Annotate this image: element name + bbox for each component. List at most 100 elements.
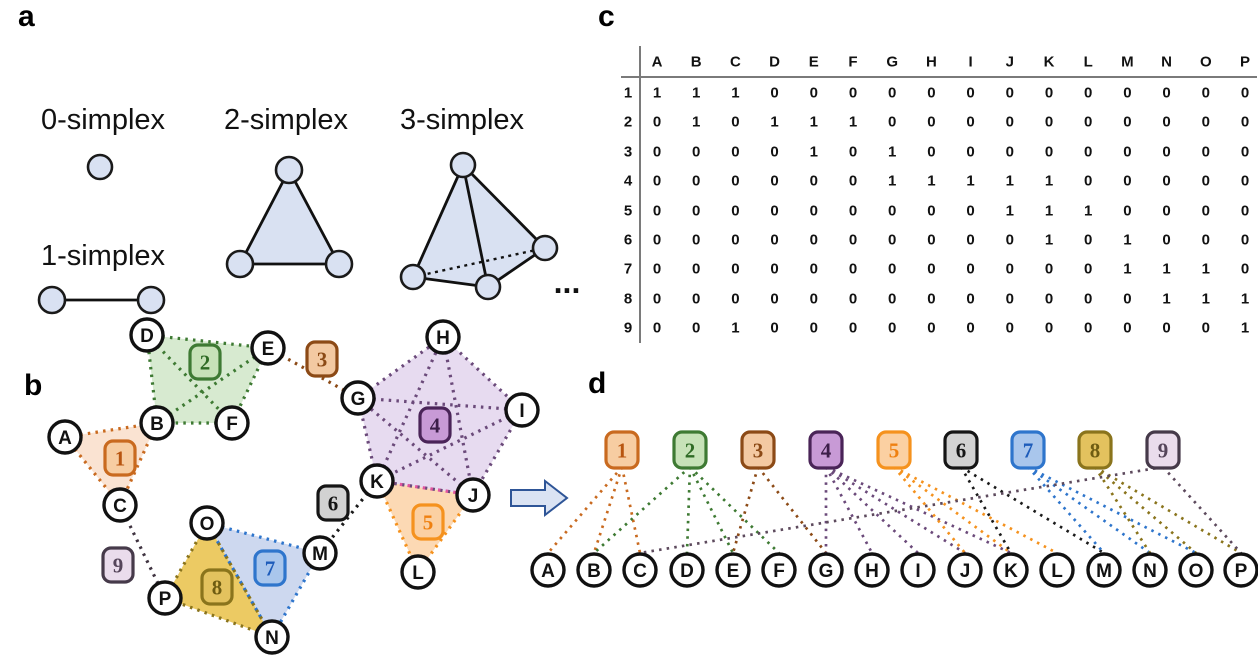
- matrix-cell: 0: [1044, 113, 1054, 131]
- node-I: I: [900, 552, 936, 588]
- hyperedge-box-label: 3: [317, 348, 328, 372]
- matrix-cell: 1: [1201, 260, 1210, 278]
- matrix-cell: 0: [770, 143, 779, 161]
- matrix-cell: 0: [888, 202, 897, 220]
- matrix-cell: 0: [888, 113, 897, 131]
- matrix-cell: 1: [1123, 260, 1132, 278]
- matrix-cell: 1: [731, 319, 740, 337]
- matrix-cell: 0: [888, 260, 897, 278]
- node-label: L: [1051, 561, 1063, 582]
- matrix-cell: 0: [652, 260, 662, 278]
- matrix-cell: 0: [1201, 113, 1210, 131]
- node-label: A: [541, 561, 555, 582]
- matrix-cell: 0: [731, 172, 740, 190]
- matrix-col-header-O: O: [1199, 53, 1212, 71]
- matrix-cell: 0: [770, 172, 779, 190]
- matrix-cell: 0: [1240, 231, 1250, 249]
- dotted-edge: [205, 522, 274, 638]
- matrix-cell: 1: [1005, 202, 1014, 220]
- node-label: L: [412, 563, 424, 584]
- matrix-cell: 0: [848, 260, 858, 278]
- matrix-cell: 0: [692, 290, 701, 308]
- node-L: L: [1039, 552, 1075, 588]
- hyperedge-box-label: 5: [889, 439, 900, 463]
- hyperedge-box-label: 8: [212, 576, 223, 600]
- dotted-edge: [756, 466, 828, 554]
- matrix-cell: 0: [1240, 84, 1250, 102]
- hyperedge-box-6: 6: [943, 430, 979, 470]
- node-plain: [86, 153, 114, 181]
- matrix-cell: 0: [1123, 202, 1132, 220]
- matrix-cell: 0: [927, 143, 936, 161]
- matrix-cell: 1: [848, 113, 858, 131]
- matrix-cell: 0: [1084, 143, 1093, 161]
- hyperedge-box-9: 9: [101, 546, 135, 584]
- panel-label-a: a: [18, 0, 35, 33]
- matrix-cell: 0: [731, 260, 740, 278]
- hyperedge-box-label: 1: [617, 439, 628, 463]
- dotted-edge: [546, 466, 624, 554]
- matrix-col-header-C: C: [729, 53, 741, 71]
- matrix-cell: 0: [1005, 260, 1014, 278]
- node-P: P: [147, 580, 183, 616]
- dotted-edge: [1162, 466, 1242, 554]
- matrix-cell: 0: [966, 84, 975, 102]
- matrix-cell: 1: [1201, 290, 1210, 308]
- matrix-cell: 0: [1123, 172, 1132, 190]
- node-D: D: [129, 317, 165, 353]
- matrix-cell: 0: [1201, 143, 1210, 161]
- matrix-cell: 0: [731, 143, 740, 161]
- hyperedge-box-4: 4: [418, 406, 452, 444]
- matrix-col-header-N: N: [1161, 53, 1173, 71]
- dotted-edge: [689, 466, 780, 554]
- matrix-cell: 0: [1240, 172, 1250, 190]
- matrix-cell: 0: [1005, 143, 1014, 161]
- node-label: C: [113, 496, 127, 517]
- matrix-cell: 1: [652, 84, 662, 102]
- matrix-cell: 0: [809, 202, 818, 220]
- matrix-cell: 0: [731, 202, 740, 220]
- matrix-cell: 0: [652, 202, 662, 220]
- node-label: H: [865, 561, 879, 582]
- matrix-col-header-E: E: [808, 53, 819, 71]
- matrix-cell: 0: [966, 202, 975, 220]
- simplex-caption-0: 0-simplex: [40, 104, 166, 136]
- node-C: C: [102, 487, 138, 523]
- matrix-cell: 0: [1044, 290, 1054, 308]
- node-B: B: [139, 405, 175, 441]
- matrix-cell: 0: [1123, 113, 1132, 131]
- hyperedge-box-1: 1: [604, 430, 640, 470]
- node-label: F: [226, 414, 238, 435]
- dotted-edge: [892, 466, 967, 554]
- dotted-edge: [893, 465, 1012, 555]
- matrix-vertical-rule: [639, 46, 641, 343]
- panel-label-c: c: [598, 0, 615, 33]
- node-G: G: [340, 380, 376, 416]
- matrix-cell: 0: [1162, 113, 1171, 131]
- dotted-edge: [1027, 465, 1151, 555]
- matrix-cell: 0: [652, 231, 662, 249]
- node-H: H: [425, 319, 461, 355]
- matrix-cell: 0: [966, 260, 975, 278]
- matrix-cell: 1: [1005, 172, 1014, 190]
- node-label: D: [680, 561, 694, 582]
- matrix-cell: 0: [652, 172, 662, 190]
- node-J: J: [947, 552, 983, 588]
- matrix-cell: 0: [652, 143, 662, 161]
- matrix-col-header-B: B: [690, 53, 702, 71]
- matrix-cell: 0: [966, 290, 975, 308]
- node-F: F: [214, 405, 250, 441]
- matrix-cell: 0: [1201, 172, 1210, 190]
- hyperedge-box-7: 7: [253, 549, 287, 587]
- matrix-row-label-5: 5: [623, 202, 633, 220]
- matrix-cell: 0: [848, 231, 858, 249]
- node-label: K: [1004, 561, 1018, 582]
- node-plain: [449, 151, 477, 179]
- matrix-cell: 1: [1044, 172, 1054, 190]
- matrix-cell: 0: [927, 319, 936, 337]
- matrix-cell: 0: [770, 231, 779, 249]
- matrix-cell: 1: [1240, 290, 1250, 308]
- hyperedge-box-label: 7: [265, 557, 276, 581]
